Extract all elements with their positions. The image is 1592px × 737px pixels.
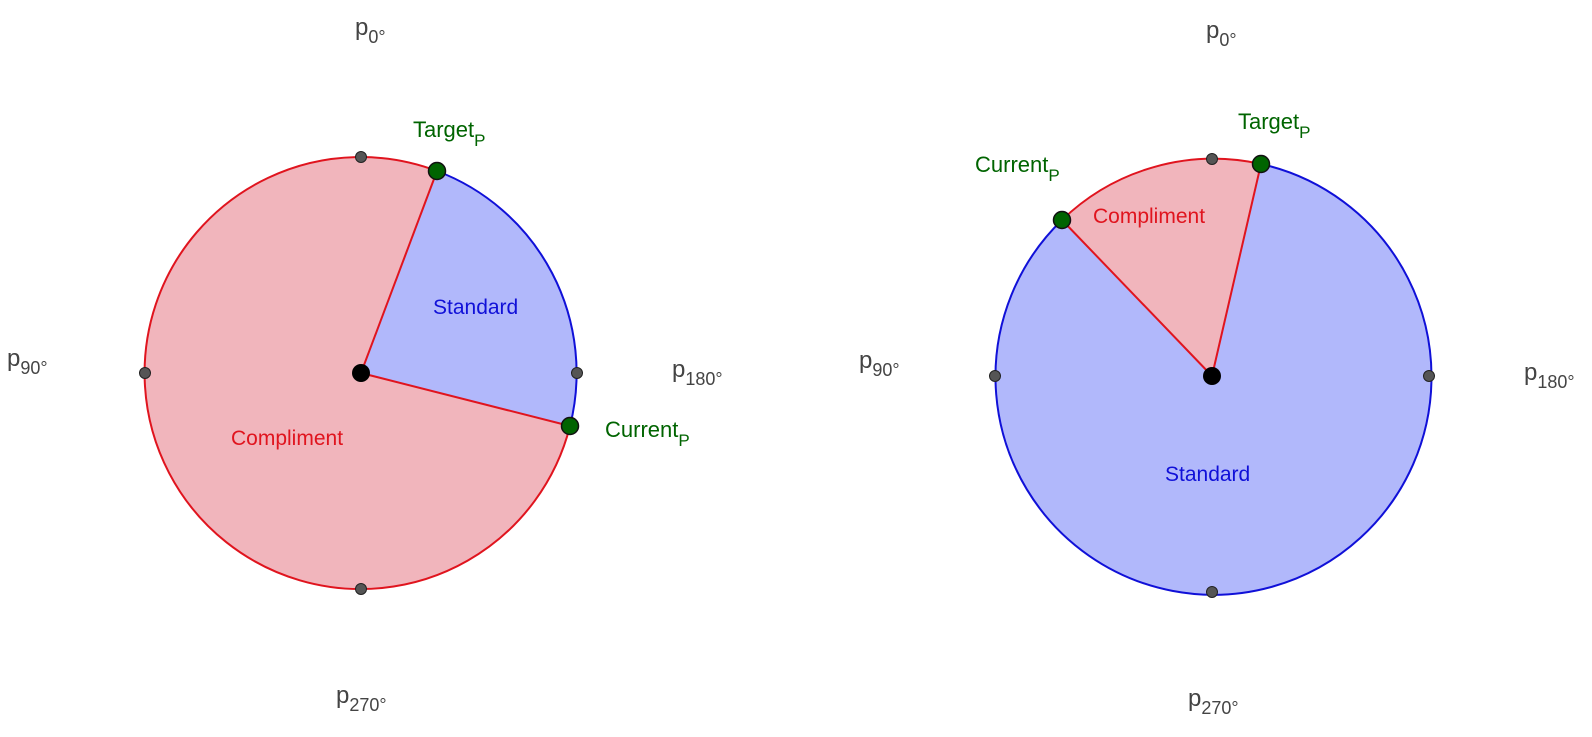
tick-point-270 xyxy=(1206,586,1218,598)
standard-label: Standard xyxy=(433,296,518,319)
axis-label-270-base: p xyxy=(336,682,349,709)
current-label-base: Current xyxy=(605,417,678,442)
compliment-sector xyxy=(1062,158,1261,376)
compliment-label: Compliment xyxy=(231,427,343,450)
tick-point-90 xyxy=(989,370,1001,382)
target-label-sub: P xyxy=(1299,123,1310,142)
axis-label-0-sub: 0° xyxy=(1219,30,1236,50)
radius-to-current xyxy=(1061,219,1213,377)
target-point[interactable] xyxy=(427,161,447,181)
axis-label-180: p180° xyxy=(672,356,723,389)
axis-label-90: p90° xyxy=(7,345,48,378)
standard-sector xyxy=(361,171,577,426)
target-label: TargetP xyxy=(413,117,486,150)
radius-to-current xyxy=(360,372,571,427)
target-label: TargetP xyxy=(1238,109,1311,142)
compliment-label: Compliment xyxy=(1093,205,1205,228)
axis-label-90: p90° xyxy=(859,347,900,380)
tick-point-180 xyxy=(1423,370,1435,382)
axis-label-90-sub: 90° xyxy=(20,358,47,378)
axis-label-0-base: p xyxy=(355,14,368,41)
axis-label-0-sub: 0° xyxy=(368,27,385,47)
tick-point-0 xyxy=(355,151,367,163)
current-label: CurrentP xyxy=(605,417,690,450)
current-label-sub: P xyxy=(678,431,689,450)
axis-label-0: p0° xyxy=(355,14,386,47)
compliment-arc xyxy=(143,156,571,590)
tick-point-180 xyxy=(571,367,583,379)
axis-label-270-sub: 270° xyxy=(349,695,386,715)
tick-point-0 xyxy=(1206,153,1218,165)
axis-label-90-sub: 90° xyxy=(872,360,899,380)
target-point[interactable] xyxy=(1251,154,1271,174)
axis-label-180-base: p xyxy=(1524,359,1537,386)
axis-label-180-base: p xyxy=(672,356,685,383)
axis-label-0: p0° xyxy=(1206,17,1237,50)
current-label-sub: P xyxy=(1048,166,1059,185)
radius-to-target xyxy=(360,170,438,374)
diagram-left: Standard Compliment TargetP CurrentP p0°… xyxy=(7,14,723,715)
axis-label-270-base: p xyxy=(1188,685,1201,712)
standard-label: Standard xyxy=(1165,463,1250,486)
current-point[interactable] xyxy=(560,416,580,436)
target-label-base: Target xyxy=(413,117,474,142)
axis-label-270: p270° xyxy=(336,682,387,715)
radius-to-target xyxy=(1211,163,1262,377)
center-point xyxy=(1203,367,1221,385)
axis-label-270: p270° xyxy=(1188,685,1239,718)
target-label-base: Target xyxy=(1238,109,1299,134)
axis-label-180-sub: 180° xyxy=(685,369,722,389)
axis-label-90-base: p xyxy=(859,347,872,374)
current-label: CurrentP xyxy=(975,152,1060,185)
target-label-sub: P xyxy=(474,131,485,150)
tick-point-90 xyxy=(139,367,151,379)
axis-label-180-sub: 180° xyxy=(1537,372,1574,392)
compliment-arc xyxy=(1061,157,1262,221)
standard-arc xyxy=(436,170,578,427)
current-point[interactable] xyxy=(1052,210,1072,230)
axis-label-0-base: p xyxy=(1206,17,1219,44)
standard-arc xyxy=(994,163,1433,596)
tick-point-270 xyxy=(355,583,367,595)
axis-label-180: p180° xyxy=(1524,359,1575,392)
center-point xyxy=(352,364,370,382)
axis-label-90-base: p xyxy=(7,345,20,372)
current-label-base: Current xyxy=(975,152,1048,177)
diagram-right: Compliment Standard TargetP CurrentP p0°… xyxy=(859,17,1575,718)
axis-label-270-sub: 270° xyxy=(1201,698,1238,718)
